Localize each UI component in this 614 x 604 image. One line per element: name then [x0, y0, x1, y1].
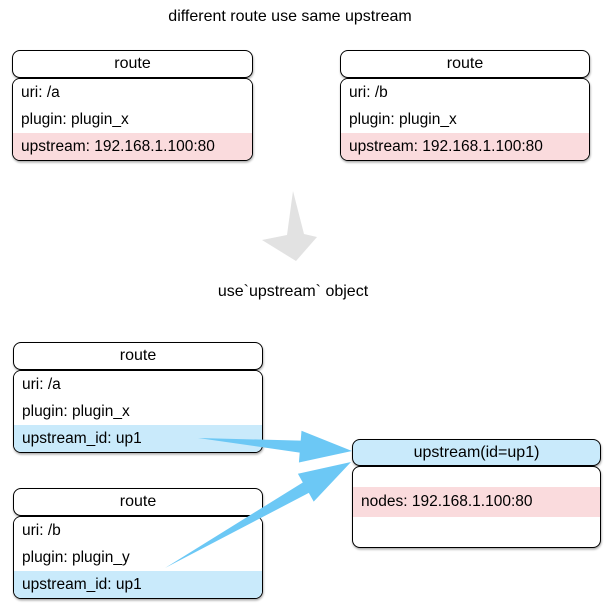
route-row-upstream: upstream: 192.168.1.100:80 [13, 133, 252, 160]
upstream-node-title: upstream(id=up1) [352, 439, 601, 466]
transform-down-arrow-icon [262, 191, 317, 261]
route-row-upstream: upstream: 192.168.1.100:80 [341, 133, 589, 160]
route-row-plugin: plugin: plugin_x [13, 106, 252, 133]
upstream-object-node: upstream(id=up1) nodes: 192.168.1.100:80 [352, 439, 601, 548]
diagram-title: different route use same upstream [168, 8, 412, 25]
route-node-body: uri: /b plugin: plugin_x upstream: 192.1… [340, 78, 590, 161]
route-node-body: uri: /a plugin: plugin_x upstream_id: up… [13, 370, 263, 453]
route-row-upstream-id: upstream_id: up1 [14, 571, 262, 598]
upstream-node-body: nodes: 192.168.1.100:80 [352, 466, 601, 548]
route-row-uri: uri: /a [14, 371, 262, 398]
route-row-plugin: plugin: plugin_y [14, 544, 262, 571]
route-row-plugin: plugin: plugin_x [14, 398, 262, 425]
route-node-title: route [12, 50, 253, 78]
transform-caption: use`upstream` object [217, 283, 369, 300]
route-row-plugin: plugin: plugin_x [341, 106, 589, 133]
route-row-uri: uri: /b [341, 79, 589, 106]
route-node-title: route [13, 488, 263, 516]
route-node-bottom-a: route uri: /a plugin: plugin_x upstream_… [13, 342, 263, 453]
route-node-top-right: route uri: /b plugin: plugin_x upstream:… [340, 50, 590, 161]
route-node-body: uri: /a plugin: plugin_x upstream: 192.1… [12, 78, 253, 161]
route-node-title: route [340, 50, 590, 78]
upstream-row-nodes: nodes: 192.168.1.100:80 [353, 487, 600, 517]
route-node-body: uri: /b plugin: plugin_y upstream_id: up… [13, 516, 263, 599]
route-row-uri: uri: /b [14, 517, 262, 544]
route-node-title: route [13, 342, 263, 370]
route-node-top-left: route uri: /a plugin: plugin_x upstream:… [12, 50, 253, 161]
route-node-bottom-b: route uri: /b plugin: plugin_y upstream_… [13, 488, 263, 599]
route-row-uri: uri: /a [13, 79, 252, 106]
route-row-upstream-id: upstream_id: up1 [14, 425, 262, 452]
